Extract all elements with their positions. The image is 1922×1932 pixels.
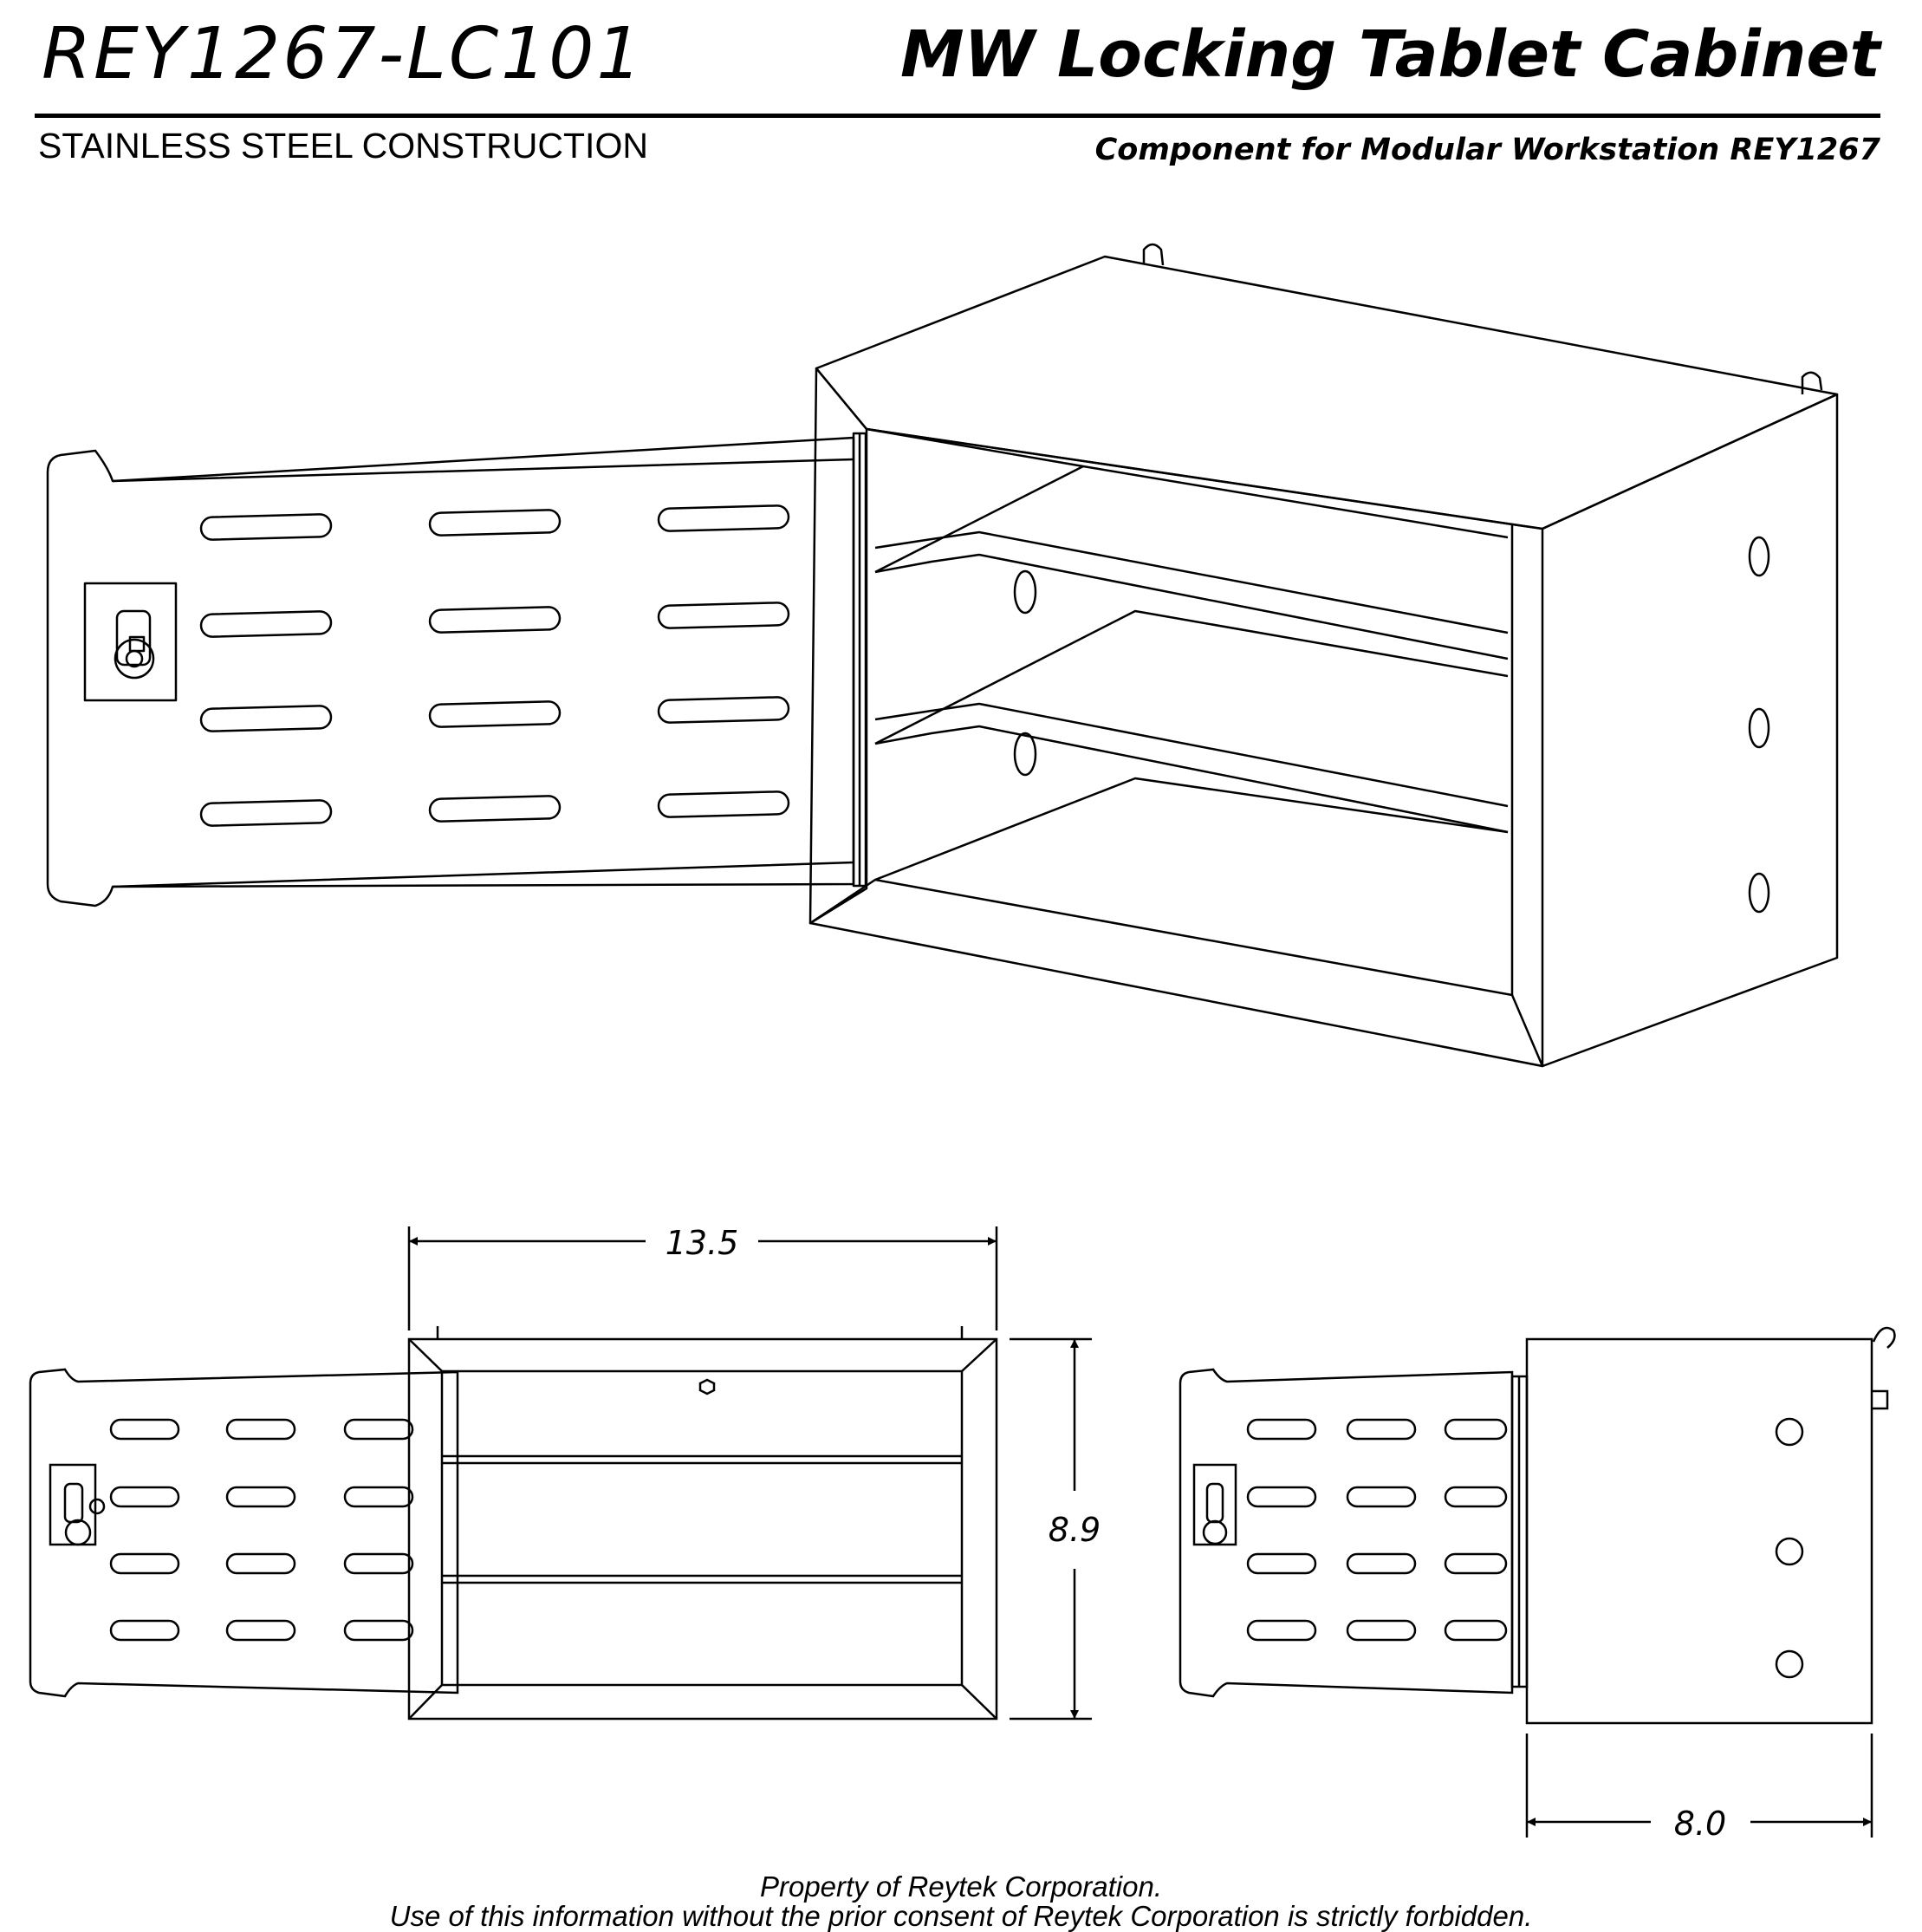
shelf-lower — [874, 609, 1509, 834]
part-number: REY1267-LC101 — [42, 13, 645, 95]
side-door — [1179, 1368, 1514, 1698]
depth-dimension-label: 8.0 — [1674, 1805, 1726, 1843]
footer-ownership: Property of Reytek Corporation. — [759, 1870, 1163, 1903]
width-dimension-label: 13.5 — [666, 1224, 739, 1262]
side-view — [1179, 1326, 1896, 1838]
cabinet-bottom-panel — [808, 878, 1544, 1068]
iso-vent-slots — [199, 504, 790, 827]
title-rule — [35, 114, 1880, 118]
cabinet-front-outline — [808, 367, 868, 925]
drawing-title: MW Locking Tablet Cabinet — [900, 17, 1880, 92]
material-note: STAINLESS STEEL CONSTRUCTION — [38, 126, 648, 166]
isometric-view — [46, 243, 1839, 1068]
front-door — [29, 1368, 459, 1698]
shelf-upper — [874, 465, 1509, 660]
side-vent-slots — [1246, 1418, 1508, 1642]
iso-door — [46, 436, 855, 907]
cabinet-top-panel — [815, 255, 1839, 530]
cabinet-side-panel — [1541, 393, 1839, 1068]
front-view — [29, 1226, 1092, 1721]
component-note: Component for Modular Workstation REY126… — [1094, 133, 1880, 167]
front-outer-frame — [407, 1337, 998, 1721]
height-dimension-label: 8.9 — [1049, 1511, 1101, 1549]
iso-lock-plate — [83, 582, 178, 702]
footer-disclaimer: Use of this information without the prio… — [389, 1900, 1533, 1932]
side-body — [1525, 1337, 1873, 1725]
front-vent-slots — [109, 1418, 414, 1642]
